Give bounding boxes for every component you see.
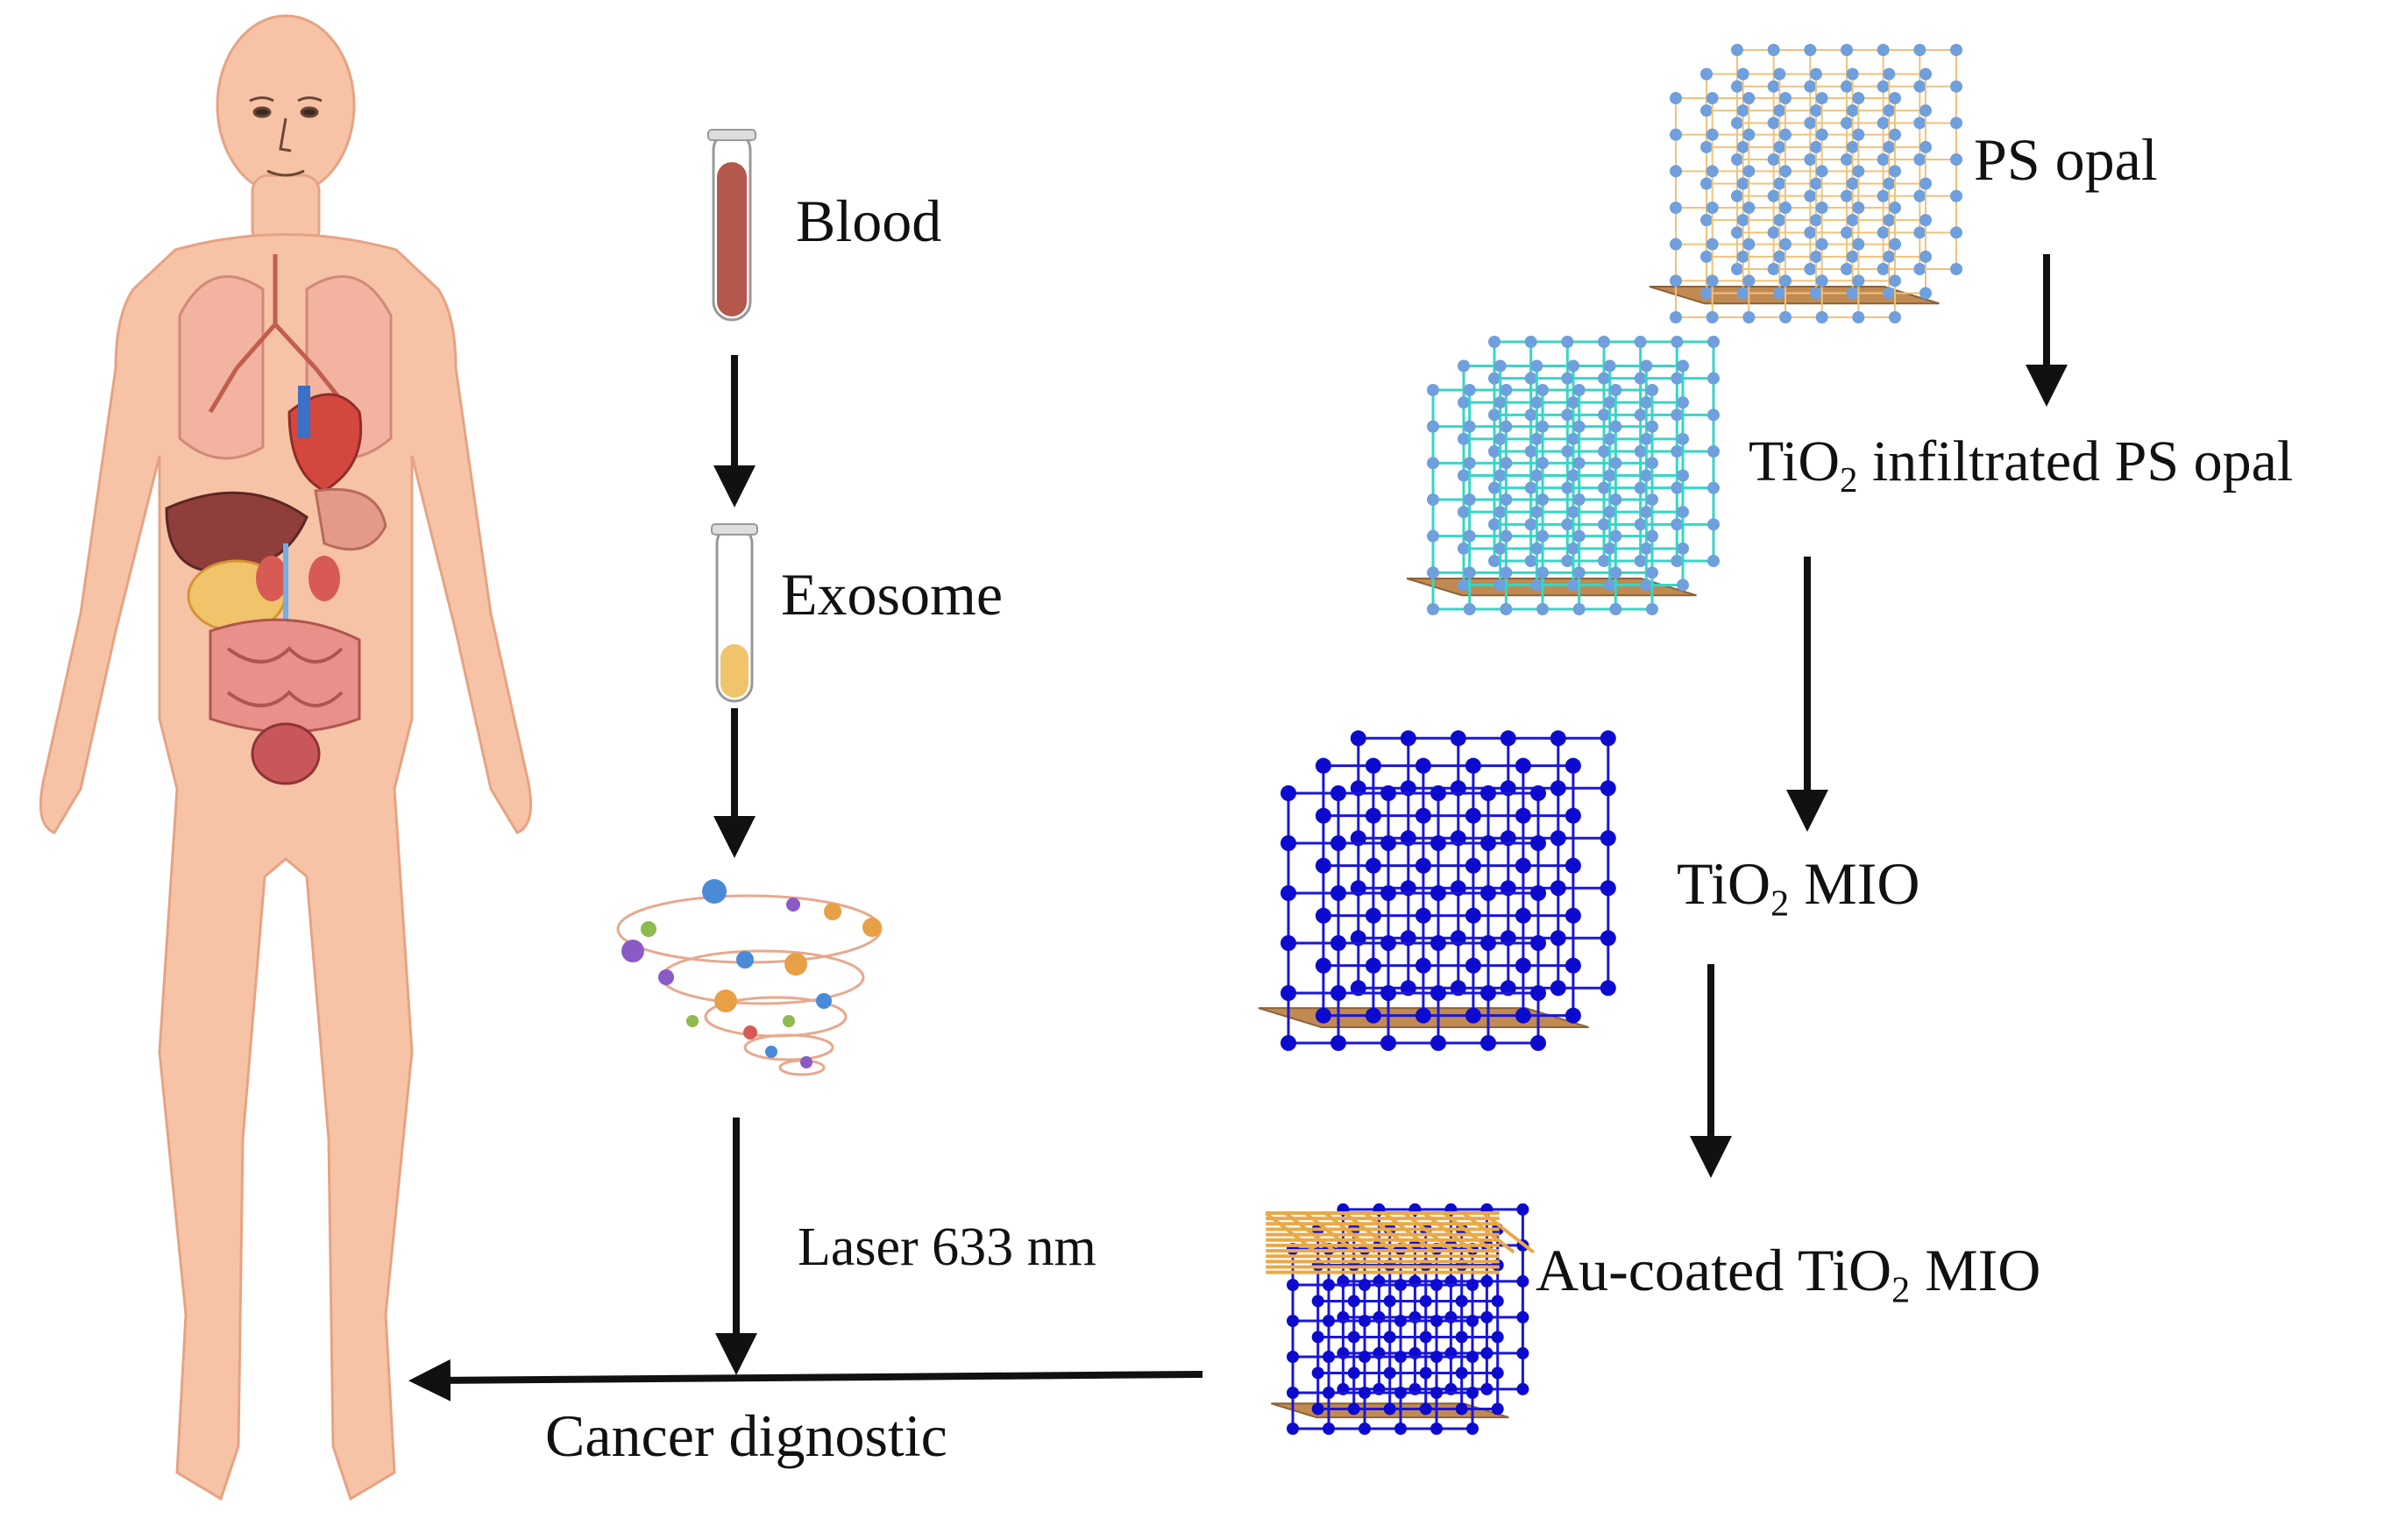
label-tio2-infiltrated: TiO2 infiltrated PS opal	[1749, 429, 2294, 500]
label-tio2-mio: TiO2 MIO	[1677, 850, 1920, 925]
blood-tube-icon	[707, 129, 756, 322]
label-exosome: Exosome	[781, 561, 1004, 628]
tio2-mio-cube-icon	[1258, 730, 1616, 1051]
label-cancer-diagnostic: Cancer dignostic	[545, 1402, 947, 1469]
exosome-tube-icon	[711, 523, 758, 703]
au-coated-mio-cube-icon	[1265, 1203, 1535, 1435]
arrow-to-human	[408, 1359, 1203, 1402]
tio2-infiltrated-cube-icon	[1406, 336, 1720, 615]
label-blood: Blood	[796, 188, 942, 254]
label-au-coated: Au-coated TiO2 MIO	[1536, 1237, 2041, 1311]
raman-spectrum-spiral-icon	[616, 879, 883, 1076]
human-anatomy-icon	[39, 14, 533, 1501]
label-ps-opal: PS opal	[1974, 126, 2158, 193]
label-laser: Laser 633 nm	[798, 1217, 1096, 1277]
ps-opal-cube-icon	[1649, 44, 1962, 323]
